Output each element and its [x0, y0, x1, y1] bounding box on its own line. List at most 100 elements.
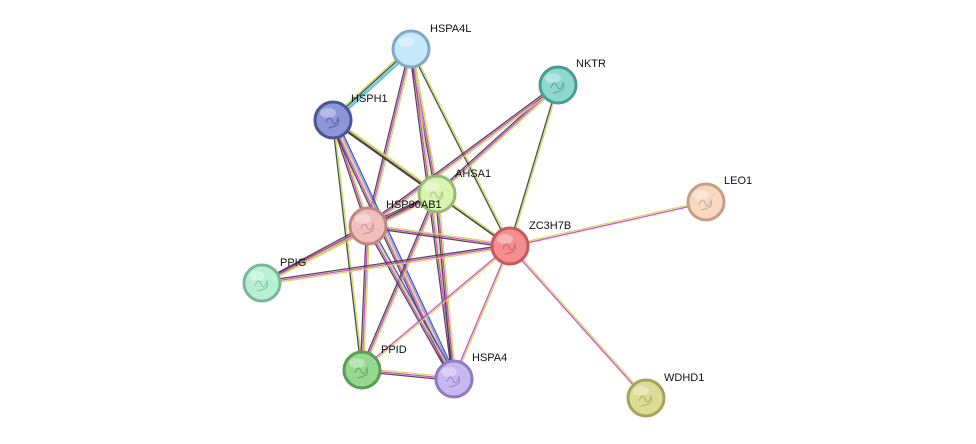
node-ppid[interactable]: PPID — [342, 344, 407, 390]
node-circle[interactable] — [417, 174, 457, 214]
node-hspa4[interactable]: HSPA4 — [434, 352, 507, 399]
node-label: PPIG — [280, 257, 306, 269]
edge-evidence-line — [369, 224, 457, 379]
node-highlight — [355, 214, 371, 224]
edge-evidence-line — [366, 226, 454, 380]
edge-hsp90ab1-hspa4 — [365, 224, 457, 381]
edge-evidence-line — [261, 245, 511, 284]
protein-structure-icon — [354, 366, 369, 379]
edge-evidence-line — [335, 118, 458, 378]
edge-evidence-line — [452, 245, 510, 379]
node-ppig[interactable]: PPIG — [242, 257, 306, 303]
edge-evidence-line — [332, 119, 438, 195]
edge-evidence-line — [434, 194, 454, 380]
edge-evidence-line — [365, 48, 411, 226]
node-leo1[interactable]: LEO1 — [686, 175, 752, 222]
protein-structure-icon — [325, 116, 340, 129]
node-highlight — [398, 37, 414, 47]
edge-evidence-line — [262, 226, 370, 285]
edge-evidence-line — [331, 120, 437, 196]
protein-structure-icon — [550, 81, 565, 94]
edge-evidence-line — [510, 85, 560, 247]
node-circle[interactable] — [391, 29, 431, 69]
protein-structure-icon — [446, 375, 461, 388]
node-label: WDHD1 — [664, 372, 704, 384]
edge-evidence-line — [361, 225, 369, 371]
node-hsp90ab1[interactable]: HSP90AB1 — [348, 199, 442, 246]
edge-evidence-line — [508, 84, 558, 246]
edge-evidence-line — [437, 193, 457, 379]
edge-evidence-line — [367, 84, 559, 227]
node-label: ZC3H7B — [529, 220, 571, 232]
node-wdhd1[interactable]: WDHD1 — [626, 372, 704, 418]
edge-evidence-line — [508, 246, 646, 399]
edge-hsp90ab1-zc3h7b — [367, 223, 511, 249]
node-highlight — [441, 367, 457, 377]
node-hsph1[interactable]: HSPH1 — [313, 93, 388, 140]
edge-evidence-line — [361, 244, 510, 370]
edge-evidence-line — [359, 225, 368, 370]
edge-evidence-line — [260, 224, 368, 283]
edge-hsp90ab1-ppid — [359, 225, 371, 371]
edge-evidence-line — [333, 119, 457, 379]
node-label: HSPA4 — [472, 352, 507, 364]
edge-evidence-line — [366, 83, 558, 226]
edge-evidence-line — [333, 119, 364, 370]
edge-evidence-line — [368, 49, 414, 227]
edge-zc3h7b-leo1 — [509, 200, 707, 248]
node-ahsa1[interactable]: AHSA1 — [417, 168, 491, 214]
protein-structure-icon — [502, 242, 517, 255]
node-circle[interactable] — [313, 100, 353, 140]
edge-evidence-line — [509, 200, 706, 246]
node-label: PPID — [381, 344, 407, 356]
node-label: HSPH1 — [351, 93, 388, 105]
node-circle[interactable] — [626, 378, 666, 418]
node-highlight — [349, 358, 365, 368]
node-highlight — [545, 73, 561, 83]
node-highlight — [693, 190, 709, 200]
edge-evidence-line — [362, 226, 371, 371]
protein-structure-icon — [360, 222, 375, 235]
edge-zc3h7b-ppid — [361, 244, 511, 372]
edge-evidence-line — [333, 118, 439, 194]
protein-structure-icon — [698, 198, 713, 211]
node-circle[interactable] — [686, 182, 726, 222]
node-circle[interactable] — [490, 226, 530, 266]
node-label: HSPA4L — [430, 23, 471, 35]
edge-nktr-zc3h7b — [508, 84, 560, 247]
node-circle[interactable] — [242, 263, 282, 303]
edge-evidence-line — [262, 194, 439, 286]
node-zc3h7b[interactable]: ZC3H7B — [490, 220, 571, 266]
node-circle[interactable] — [538, 65, 578, 105]
edge-evidence-line — [261, 243, 510, 283]
edge-evidence-line — [361, 193, 438, 371]
node-circle[interactable] — [434, 359, 474, 399]
edge-evidence-line — [367, 225, 511, 247]
edge-evidence-line — [262, 246, 511, 286]
edge-evidence-line — [454, 246, 512, 380]
node-label: HSP90AB1 — [386, 199, 442, 211]
edge-evidence-line — [331, 120, 362, 371]
edge-zc3h7b-ppig — [261, 243, 511, 286]
edge-evidence-line — [436, 193, 455, 380]
node-label: LEO1 — [724, 175, 752, 187]
node-nktr[interactable]: NKTR — [538, 58, 606, 105]
edge-hspa4l-hsp90ab1 — [365, 48, 414, 227]
edge-evidence-line — [510, 202, 707, 248]
edge-zc3h7b-hspa4 — [452, 245, 512, 380]
protein-structure-icon — [638, 394, 653, 407]
node-highlight — [424, 182, 440, 192]
node-circle[interactable] — [342, 350, 382, 390]
node-circle[interactable] — [348, 206, 388, 246]
edge-evidence-line — [411, 48, 512, 246]
edge-hsph1-ppid — [331, 119, 364, 371]
protein-structure-icon — [254, 279, 269, 292]
edge-hsph1-ahsa1 — [331, 118, 439, 196]
node-hspa4l[interactable]: HSPA4L — [391, 23, 471, 69]
edge-nktr-hsp90ab1 — [366, 83, 560, 228]
edge-evidence-line — [332, 119, 455, 380]
node-label: AHSA1 — [455, 168, 491, 180]
node-highlight — [633, 386, 649, 396]
